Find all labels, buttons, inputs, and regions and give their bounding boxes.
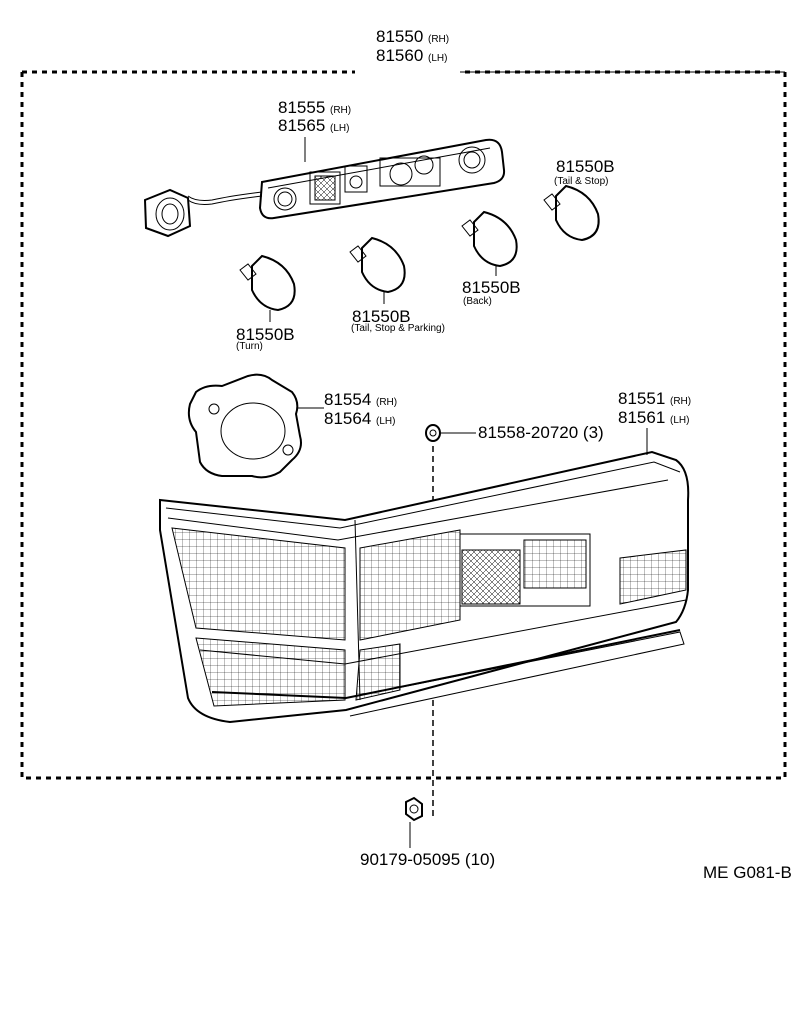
- bulb-tail-stop-desc: (Tail & Stop): [554, 176, 608, 187]
- socket-board-suffix-rh: (RH): [330, 105, 351, 116]
- tail-lamp-lens-drawing: [159, 450, 690, 724]
- socket-board-label: 81555 (RH) 81565 (LH): [278, 98, 351, 162]
- diagram-code: ME G081-B: [703, 863, 792, 882]
- lens-label: 81551 (RH) 81561 (LH): [618, 389, 691, 455]
- bulb-turn-number: 81550B: [236, 325, 295, 344]
- lens-number-lh: 81561: [618, 408, 665, 427]
- bulb-back-desc: (Back): [463, 296, 492, 307]
- nut: 90179-05095 (10): [360, 700, 495, 869]
- lens-number-rh: 81551: [618, 389, 665, 408]
- socket-board-number-lh: 81565: [278, 116, 325, 135]
- washer: 81558-20720 (3): [425, 423, 604, 500]
- gasket-number-rh: 81554: [324, 390, 371, 409]
- gasket-label: 81554 (RH) 81564 (LH): [324, 390, 397, 428]
- assembly-suffix-rh: (RH): [428, 34, 449, 45]
- lens-suffix-lh: (LH): [670, 415, 689, 426]
- gasket-suffix-rh: (RH): [376, 397, 397, 408]
- bulb-tail-stop-number: 81550B: [556, 157, 615, 176]
- bulb-tail-stop: 81550B (Tail & Stop): [543, 157, 615, 242]
- bulb-tail-stop-parking-desc: (Tail, Stop & Parking): [351, 323, 445, 334]
- assembly-label: 81550 (RH) 81560 (LH): [376, 27, 449, 65]
- assembly-number-rh: 81550: [376, 27, 423, 46]
- assembly-number-lh: 81560: [376, 46, 423, 65]
- bulb-back: 81550B (Back): [461, 210, 521, 307]
- assembly-bracket: [20, 70, 787, 780]
- bulb-tail-stop-parking-number: 81550B: [352, 307, 411, 326]
- washer-label: 81558-20720 (3): [478, 423, 604, 442]
- bulb-back-number: 81550B: [462, 278, 521, 297]
- gasket-drawing: [187, 373, 324, 479]
- socket-board-number-rh: 81555: [278, 98, 325, 117]
- gasket-suffix-lh: (LH): [376, 416, 395, 427]
- assembly-suffix-lh: (LH): [428, 53, 447, 64]
- socket-board-suffix-lh: (LH): [330, 123, 349, 134]
- bulb-tail-stop-parking: 81550B (Tail, Stop & Parking): [349, 236, 445, 334]
- nut-label: 90179-05095 (10): [360, 850, 495, 869]
- socket-board-drawing: [143, 138, 506, 238]
- bulb-turn-desc: (Turn): [236, 341, 263, 352]
- bulb-turn: 81550B (Turn): [236, 254, 296, 352]
- lens-suffix-rh: (RH): [670, 396, 691, 407]
- gasket-number-lh: 81564: [324, 409, 371, 428]
